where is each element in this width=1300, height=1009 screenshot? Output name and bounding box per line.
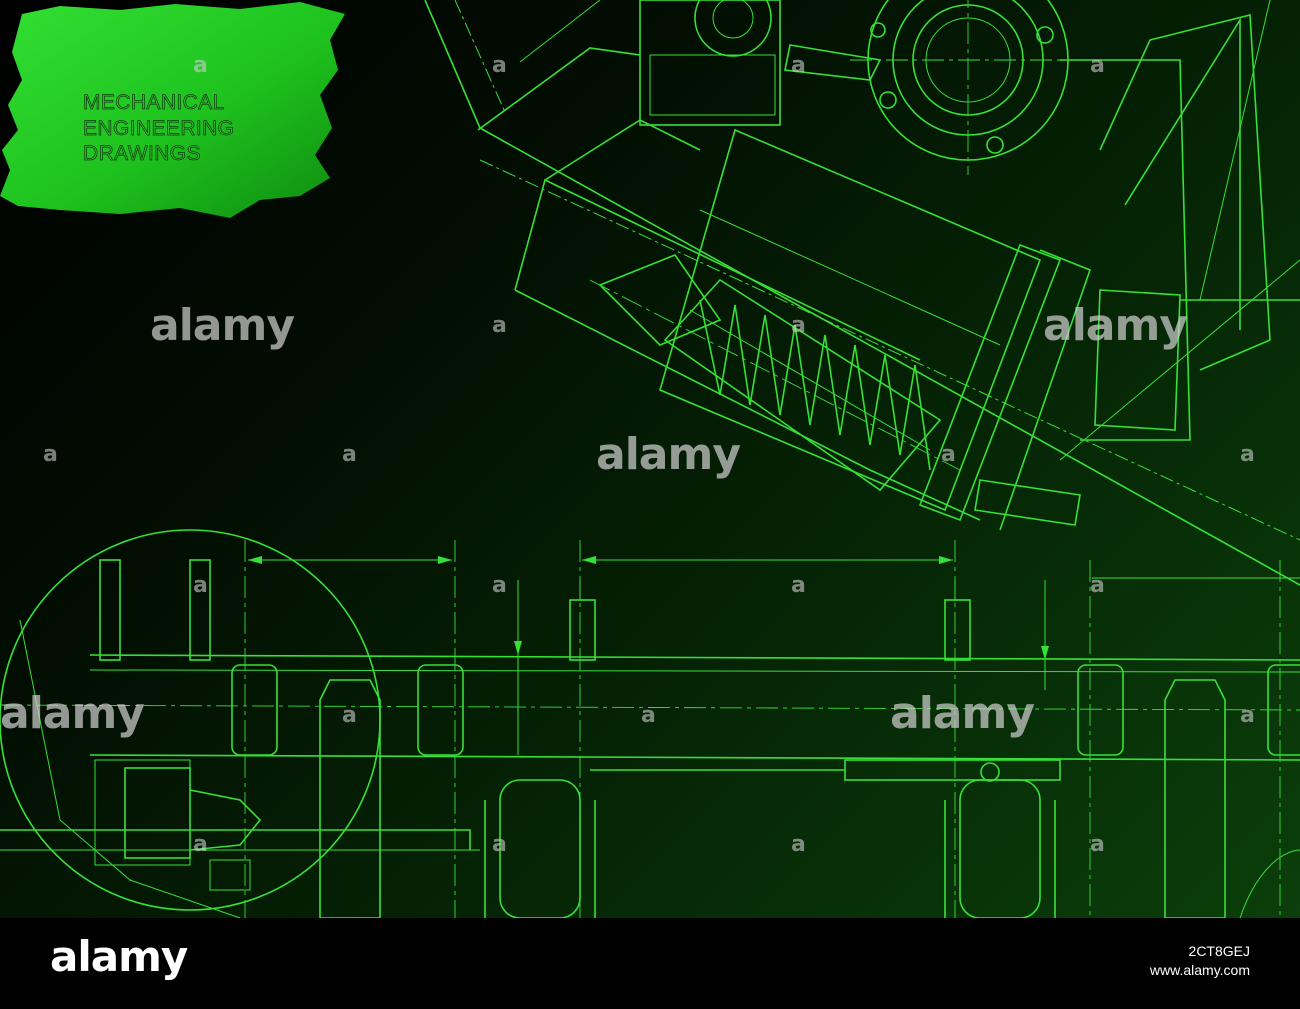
watermark-mark: a — [492, 573, 507, 598]
watermark-mark: a — [791, 313, 806, 338]
watermark-logo: alamy — [1043, 300, 1188, 351]
title-brush-badge — [0, 2, 345, 218]
watermark-mark: a — [43, 442, 58, 467]
watermark-mark: a — [791, 832, 806, 857]
watermark-mark: a — [941, 442, 956, 467]
watermark-logo: alamy — [0, 688, 145, 739]
watermark-mark: a — [1240, 703, 1255, 728]
watermark-mark: a — [492, 832, 507, 857]
engineering-drawing: MECHANICAL ENGINEERING DRAWINGS alamy al… — [0, 0, 1300, 918]
inclined-assembly — [424, 0, 1300, 586]
watermark-mark: a — [342, 442, 357, 467]
flange-motor — [639, 0, 1090, 175]
watermark-mark: a — [342, 703, 357, 728]
title-line: MECHANICAL — [83, 91, 225, 115]
watermark-mark: a — [1090, 573, 1105, 598]
watermark-mark: a — [791, 53, 806, 78]
title-line: DRAWINGS — [83, 142, 201, 166]
title-text: MECHANICAL ENGINEERING DRAWINGS — [83, 90, 235, 167]
title-line: ENGINEERING — [83, 116, 235, 140]
watermark-mark: a — [193, 573, 208, 598]
image-id-label: 2CT8GEJ — [1188, 943, 1250, 959]
footer-url-label: www.alamy.com — [1149, 962, 1250, 978]
watermark-mark: a — [641, 703, 656, 728]
coil-spring — [589, 254, 961, 492]
watermark-mark: a — [193, 832, 208, 857]
watermark-mark: a — [1090, 832, 1105, 857]
blueprint-linework — [0, 0, 1300, 918]
rail-assembly — [0, 529, 1300, 918]
watermark-mark: a — [492, 313, 507, 338]
watermark-logo: alamy — [890, 688, 1035, 739]
watermark-mark: a — [193, 53, 208, 78]
stock-footer-bar — [0, 918, 1300, 1009]
watermark-mark: a — [492, 53, 507, 78]
watermark-mark: a — [1240, 442, 1255, 467]
watermark-logo: alamy — [150, 300, 295, 351]
watermark-mark: a — [1090, 53, 1105, 78]
footer-logo: alamy — [50, 932, 188, 981]
watermark-logo: alamy — [596, 429, 741, 480]
watermark-mark: a — [791, 573, 806, 598]
